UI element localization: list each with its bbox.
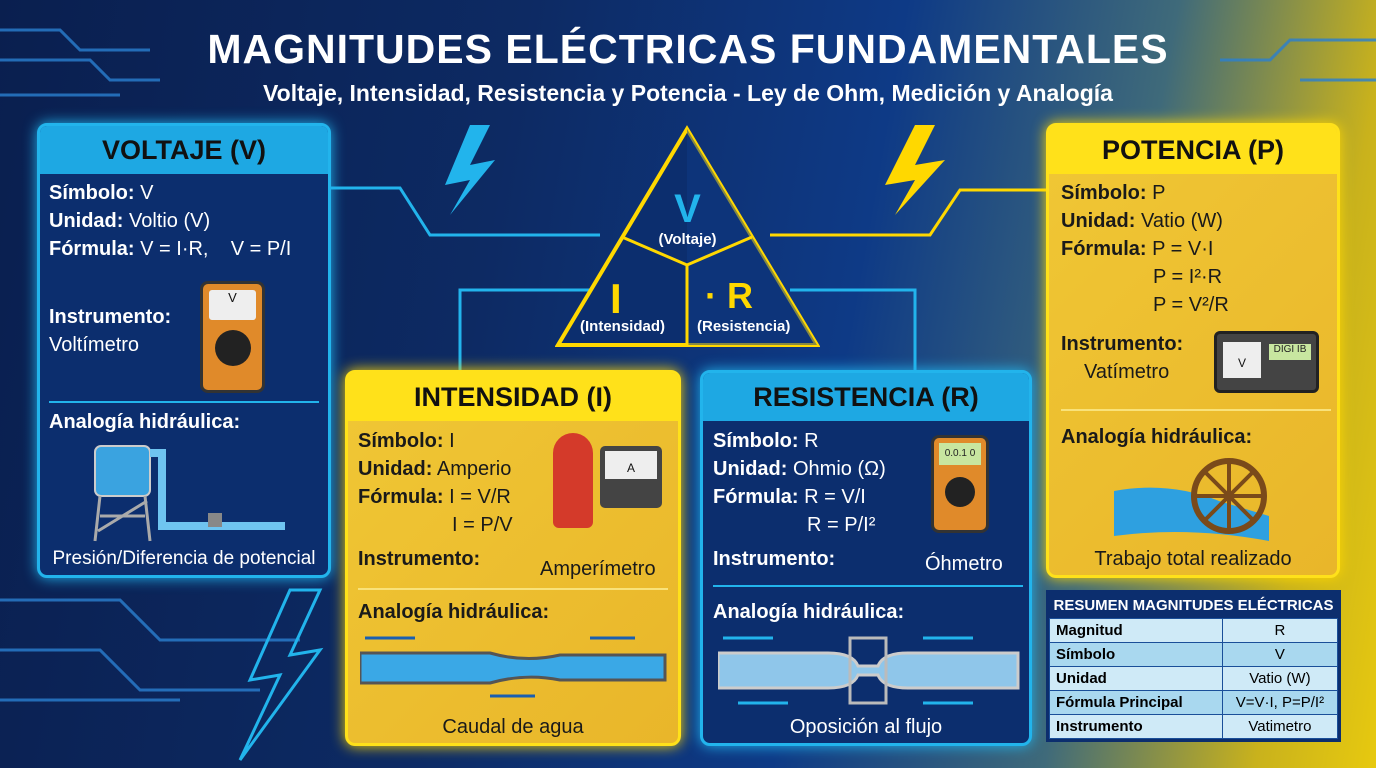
water-tank-icon (93, 445, 285, 542)
value: P (1152, 182, 1166, 204)
meter-display: 0.0.1 0 (939, 443, 981, 465)
triangle-v-label: (Voltaje) (658, 231, 717, 248)
ohm-triangle: V (Voltaje) I (Intensidad) · R (Resisten… (555, 125, 820, 350)
instrument-name: Voltímetro (49, 334, 140, 356)
formula: P = V²/R (1153, 294, 1229, 316)
label: Fórmula: (713, 486, 799, 508)
lightning-icon-left (445, 125, 495, 215)
row-key: Símbolo (1049, 642, 1223, 667)
value: I = V/R (449, 486, 511, 508)
meter-label: A (605, 451, 657, 479)
analogy-label: Analogía hidráulica: (358, 601, 550, 623)
formula: P = I²·R (1153, 266, 1223, 288)
triangle-i: I (610, 275, 622, 322)
label: Unidad: (1061, 210, 1136, 232)
row-key: Fórmula Principal (1049, 690, 1223, 715)
instrument-name: Óhmetro (925, 553, 1003, 575)
row-value: V=V·I, P=P/I² (1221, 690, 1339, 715)
instrument-name: Amperímetro (540, 558, 656, 580)
resistencia-panel: RESISTENCIA (R) Símbolo: R Unidad: Ohmio… (700, 370, 1032, 746)
label: Símbolo: (358, 430, 444, 452)
voltmeter-icon: V (200, 281, 265, 393)
triangle-i-label: (Intensidad) (580, 318, 665, 335)
analogy-caption: Caudal de agua (442, 716, 584, 738)
analogy-label: Analogía hidráulica: (1061, 426, 1253, 448)
potencia-title: POTENCIA (P) (1049, 126, 1337, 174)
row-key: Magnitud (1049, 618, 1223, 643)
value: R = V/I (804, 486, 866, 508)
analogy-caption: Trabajo total realizado (1094, 548, 1292, 570)
pipe-constriction-icon (718, 636, 1020, 705)
triangle-v: V (674, 187, 701, 231)
analogy-label: Analogía hidráulica: (713, 601, 905, 623)
clamp-meter-icon (553, 433, 593, 528)
value: Ohmio (Ω) (793, 458, 886, 480)
row-key: Unidad (1049, 666, 1223, 691)
triangle-r-label: (Resistencia) (697, 318, 791, 335)
formula: I = P/V (452, 514, 513, 536)
label: Símbolo: (49, 182, 135, 204)
page-subtitle: Voltaje, Intensidad, Resistencia y Poten… (263, 80, 1113, 106)
row-key: Instrumento (1049, 714, 1223, 739)
label: Instrumento: (49, 306, 172, 328)
row-value: R (1221, 618, 1339, 643)
label: Instrumento: (1061, 333, 1184, 355)
analogy-caption: Presión/Diferencia de potencial (52, 548, 316, 569)
lightning-icon-bottom (238, 588, 324, 761)
value: Amperio (436, 458, 512, 480)
value: V (140, 182, 154, 204)
value: Voltio (V) (129, 210, 211, 232)
value: Vatio (W) (1141, 210, 1223, 232)
instrument-name: Vatímetro (1084, 361, 1170, 383)
value: P = V·I (1152, 238, 1214, 260)
voltaje-panel: VOLTAJE (V) Símbolo: V Unidad: Voltio (V… (37, 123, 331, 578)
resistencia-title: RESISTENCIA (R) (703, 373, 1029, 421)
label: Instrumento: (358, 548, 481, 570)
row-value: Vatio (W) (1221, 666, 1339, 691)
label: Unidad: (713, 458, 788, 480)
analogy-label: Analogía hidráulica: (49, 411, 241, 433)
ohmmeter-icon: 0.0.1 0 (931, 435, 989, 533)
voltaje-title: VOLTAJE (V) (40, 126, 328, 174)
label: Fórmula: (49, 238, 135, 260)
formula: R = P/I² (807, 514, 876, 536)
pipe-flow-icon (360, 636, 667, 698)
row-value: V (1221, 642, 1339, 667)
value: V = I·R, V = P/I (140, 238, 292, 260)
label: Símbolo: (713, 430, 799, 452)
table-title: RESUMEN MAGNITUDES ELÉCTRICAS (1049, 593, 1338, 618)
label: Unidad: (49, 210, 124, 232)
value: R (804, 430, 819, 452)
wattmeter-icon: V DIGI IB (1214, 331, 1319, 393)
label: Unidad: (358, 458, 433, 480)
label: Fórmula: (1061, 238, 1147, 260)
page-title: MAGNITUDES ELÉCTRICAS FUNDAMENTALES (207, 26, 1169, 72)
label: Instrumento: (713, 548, 836, 570)
ammeter-icon: A (600, 446, 662, 508)
waterwheel-icon (1114, 458, 1269, 541)
analogy-caption: Oposición al flujo (789, 716, 943, 738)
label: Fórmula: (358, 486, 444, 508)
triangle-r: · R (705, 275, 753, 316)
intensidad-panel: INTENSIDAD (I) Símbolo: I Unidad: Amperi… (345, 370, 681, 746)
label: Símbolo: (1061, 182, 1147, 204)
intensidad-title: INTENSIDAD (I) (348, 373, 678, 421)
meter-label: V (209, 290, 256, 320)
meter-label: V (1223, 342, 1261, 378)
lightning-icon-right (885, 125, 945, 215)
meter-display: DIGI IB (1269, 344, 1311, 360)
value: I (449, 430, 455, 452)
potencia-panel: POTENCIA (P) Símbolo: P Unidad: Vatio (W… (1046, 123, 1340, 578)
row-value: Vatimetro (1221, 714, 1339, 739)
